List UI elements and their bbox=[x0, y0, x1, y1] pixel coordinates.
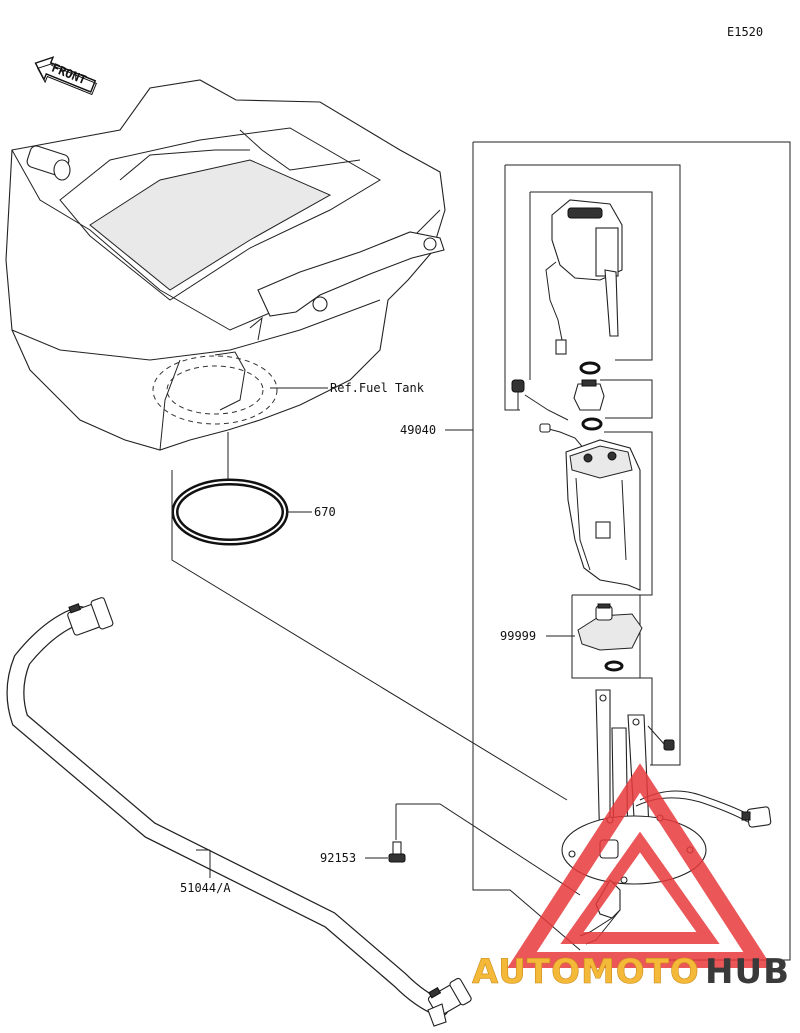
front-arrow-icon bbox=[34, 56, 97, 96]
filter-label: 99999 bbox=[500, 629, 536, 643]
pressure-regulator bbox=[573, 379, 605, 411]
fuel-pump-assy-label: 49040 bbox=[400, 423, 436, 437]
gasket-label: 670 bbox=[314, 505, 336, 519]
bolt bbox=[388, 841, 406, 863]
fuel-hose bbox=[6, 597, 472, 1027]
fuel-pump-body bbox=[565, 439, 641, 591]
watermark-part1: AUTOMOTO bbox=[472, 952, 700, 992]
gasket-ring bbox=[171, 478, 289, 546]
nut-small bbox=[511, 379, 525, 410]
o-ring-upper bbox=[579, 361, 601, 375]
diagram-code: E1520 bbox=[727, 25, 763, 39]
wire-harness bbox=[539, 423, 586, 451]
bolt-label: 92153 bbox=[320, 851, 356, 865]
fuel-filter bbox=[577, 603, 643, 651]
pump-sender-module bbox=[545, 199, 623, 355]
ref-fuel-tank-label: Ref.Fuel Tank bbox=[330, 381, 425, 395]
watermark-logo bbox=[507, 763, 773, 968]
nut-bracket bbox=[663, 739, 675, 751]
hose-label: 51044/A bbox=[180, 881, 231, 895]
fuel-tank bbox=[5, 79, 446, 451]
o-ring-lower bbox=[581, 417, 603, 431]
watermark-part2: HUB bbox=[705, 952, 790, 992]
seal-ring bbox=[604, 660, 624, 672]
